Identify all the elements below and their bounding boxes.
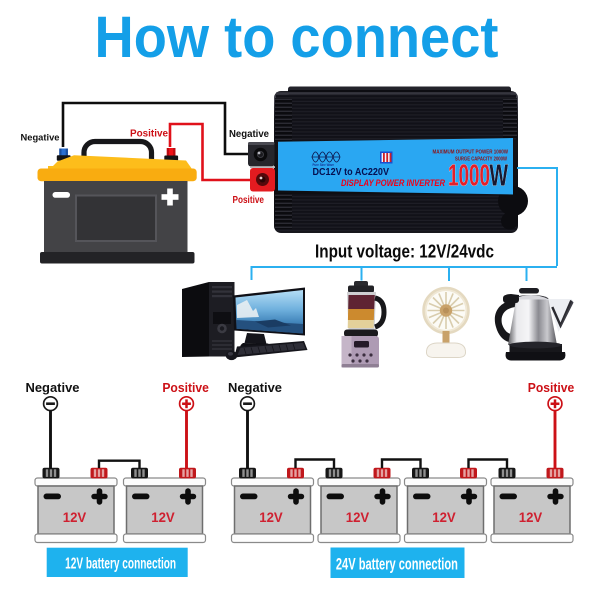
svg-text:DC12V to AC220V: DC12V to AC220V bbox=[313, 167, 390, 178]
svg-text:Input voltage: 12V/24vdc: Input voltage: 12V/24vdc bbox=[315, 241, 494, 262]
svg-text:SURGE CAPACITY 2000W: SURGE CAPACITY 2000W bbox=[455, 157, 508, 163]
svg-text:24V battery connection: 24V battery connection bbox=[336, 554, 458, 573]
svg-text:Negative: Negative bbox=[229, 129, 269, 140]
svg-text:Negative: Negative bbox=[228, 380, 282, 395]
svg-text:DISPLAY POWER INVERTER: DISPLAY POWER INVERTER bbox=[341, 178, 445, 189]
svg-text:Positive: Positive bbox=[528, 380, 575, 395]
svg-text:Positive: Positive bbox=[162, 380, 209, 395]
svg-text:W: W bbox=[490, 158, 509, 193]
svg-text:Positive: Positive bbox=[130, 128, 168, 139]
svg-text:12V battery connection: 12V battery connection bbox=[65, 555, 176, 572]
svg-text:How to connect: How to connect bbox=[95, 5, 499, 70]
svg-text:Negative: Negative bbox=[21, 133, 60, 144]
svg-text:Pure Sine Wave: Pure Sine Wave bbox=[313, 163, 335, 167]
svg-text:Positive: Positive bbox=[233, 195, 265, 206]
svg-text:Negative: Negative bbox=[26, 380, 80, 395]
svg-text:MAXIMUM OUTPUT POWER 1000W: MAXIMUM OUTPUT POWER 1000W bbox=[433, 150, 509, 156]
svg-text:1000: 1000 bbox=[448, 158, 490, 193]
